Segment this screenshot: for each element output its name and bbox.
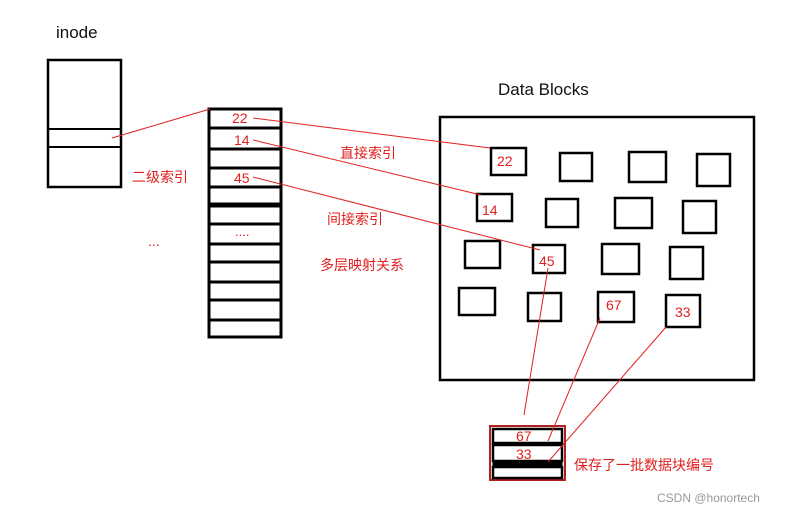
data-block-45: 45: [539, 253, 555, 269]
index-ellipsis: ....: [235, 224, 249, 239]
batch-block: [489, 425, 566, 481]
watermark: CSDN @honortech: [657, 491, 760, 505]
batch-entry-33: 33: [516, 446, 532, 462]
line-14: [252, 139, 482, 196]
batch-note-label: 保存了一批数据块编号: [574, 457, 714, 473]
index-block: [207, 107, 283, 339]
index-entry-45: 45: [234, 170, 250, 186]
data-block-grid: [457, 146, 732, 329]
inode-block: [46, 58, 123, 189]
line-67-to-batch: [547, 317, 601, 442]
data-block-22: 22: [497, 153, 513, 169]
data-block-33: 33: [675, 304, 691, 320]
index-entry-22: 22: [232, 110, 248, 126]
data-blocks-label: Data Blocks: [498, 80, 589, 99]
line-45-to-batch: [523, 267, 549, 416]
inode-label: inode: [56, 23, 98, 42]
index-entry-14: 14: [234, 132, 250, 148]
data-blocks-region: [438, 115, 756, 382]
data-block-14: 14: [482, 202, 498, 218]
data-block-67: 67: [606, 297, 622, 313]
line-45: [252, 176, 541, 251]
indirect-index-label: 间接索引: [327, 211, 383, 227]
line-22: [252, 117, 491, 149]
multi-level-mapping-label: 多层映射关系: [320, 257, 404, 273]
inode-to-index-line: [111, 108, 211, 139]
direct-index-label: 直接索引: [340, 145, 396, 161]
ellipsis-left: ...: [148, 233, 160, 249]
mapping-lines: [111, 108, 667, 463]
line-33-to-batch: [547, 326, 667, 463]
second-level-index-label: 二级索引: [132, 169, 188, 185]
batch-entry-67: 67: [516, 428, 532, 444]
